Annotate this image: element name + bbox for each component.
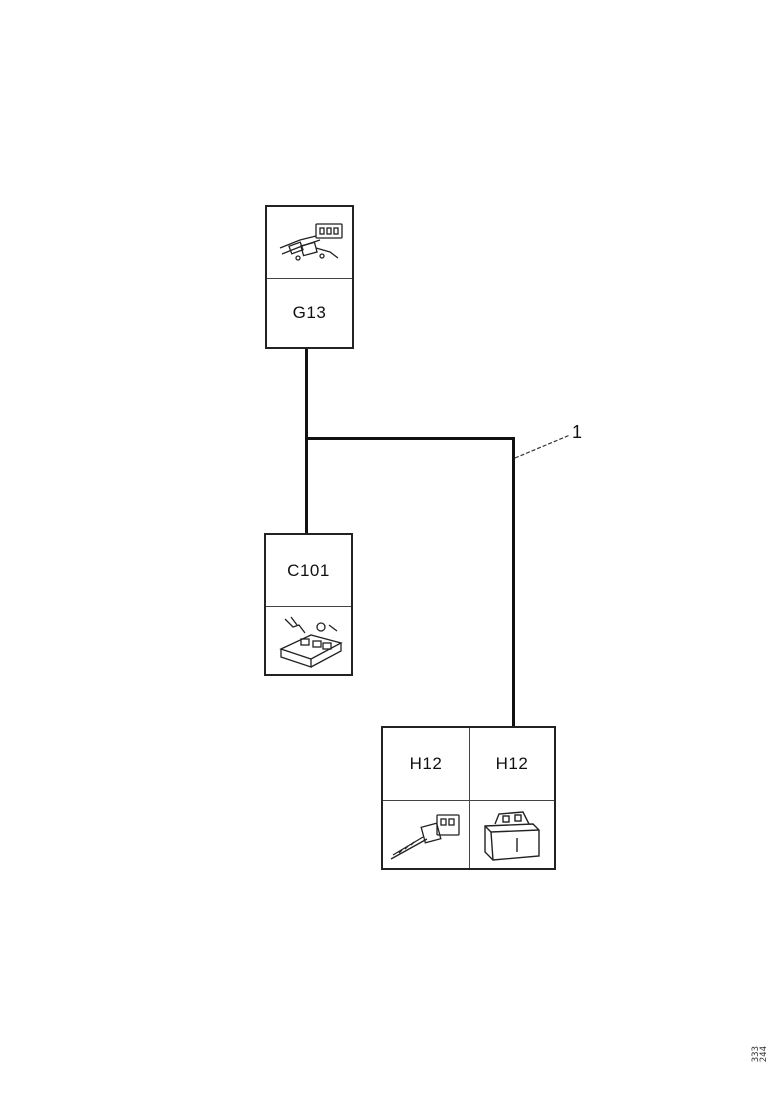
connector-g13-box[interactable]: G13	[265, 205, 354, 349]
wire-horizontal-branch	[305, 437, 515, 440]
connector-c101-icon-cell	[266, 606, 351, 674]
connector-g13-label-cell: G13	[267, 278, 352, 347]
connector-h12-column-divider	[469, 728, 470, 868]
document-stamp-2: 244	[759, 1046, 774, 1063]
connector-h12-right-label: H12	[495, 754, 529, 773]
wire-g13-down	[305, 348, 308, 534]
connector-g13-label: G13	[292, 303, 327, 322]
connector-c101-label-cell: C101	[266, 535, 351, 606]
connector-h12-right-label-cell: H12	[470, 728, 554, 800]
connector-h12-right-icon-cell	[470, 800, 554, 868]
connector-h12-left-label: H12	[409, 754, 443, 773]
connector-h12-left-icon-cell	[383, 800, 469, 868]
connector-block-icon	[271, 611, 347, 671]
wire-to-h12	[512, 437, 515, 728]
connector-h12-left-label-cell: H12	[383, 728, 469, 800]
battery-icon	[477, 804, 547, 866]
connector-c101-label: C101	[287, 560, 330, 580]
callout-label-1: 1	[572, 422, 583, 442]
connector-g13-icon-cell	[267, 207, 352, 278]
callout-leader-line	[514, 434, 571, 459]
connector-h12-box[interactable]: H12 H12	[381, 726, 556, 870]
connector-harness-icon	[272, 214, 348, 272]
stamp-line-2: 244	[759, 1046, 769, 1063]
connector-c101-box[interactable]: C101	[264, 533, 353, 676]
connector-plug-icon	[387, 805, 465, 865]
